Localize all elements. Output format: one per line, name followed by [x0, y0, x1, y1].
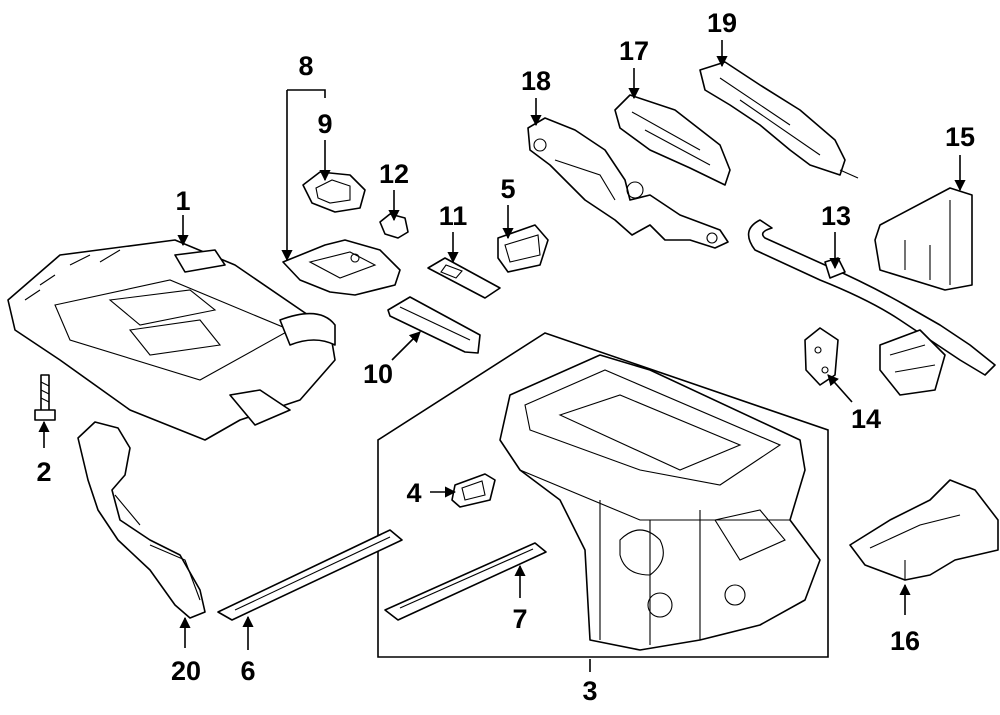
part-7-strip	[384, 542, 547, 621]
callout-11: 11	[439, 201, 468, 231]
callout-12: 12	[379, 159, 409, 189]
callout-20: 20	[171, 656, 201, 686]
callout-6: 6	[240, 656, 255, 686]
part-16-bracket	[849, 479, 999, 581]
part-5-cover	[497, 224, 549, 273]
part-13-hose	[747, 219, 996, 396]
bracket-8	[287, 89, 326, 98]
bracket-3	[377, 332, 829, 658]
part-11-plate	[427, 257, 501, 299]
part-18-bracket-plate	[527, 117, 729, 249]
callout-1: 1	[175, 186, 190, 216]
callout-10: 10	[363, 359, 393, 389]
callout-7: 7	[512, 604, 527, 634]
part-19-shield	[699, 61, 859, 179]
callout-18: 18	[521, 66, 551, 96]
part-14-bracket	[804, 327, 839, 386]
part-15-cover	[874, 187, 973, 291]
callout-2: 2	[36, 457, 51, 487]
part-2-bolt	[34, 374, 56, 421]
callout-8: 8	[298, 51, 313, 81]
callout-4: 4	[406, 478, 421, 508]
part-6-strip	[217, 529, 403, 621]
part-9-gasket	[302, 171, 366, 213]
part-3-housing-assembly	[499, 354, 821, 651]
callout-9: 9	[317, 109, 332, 139]
part-4-seal	[451, 473, 496, 508]
callout-19: 19	[707, 8, 737, 38]
callout-14: 14	[851, 404, 881, 434]
callout-labels: 1 2 3 4 5 6 7 8 9 10 11 12 13 14 15 16 1…	[36, 8, 975, 706]
callout-15: 15	[945, 122, 975, 152]
part-8-bracket	[282, 239, 401, 296]
callout-13: 13	[821, 201, 851, 231]
callout-3: 3	[582, 676, 597, 706]
callout-16: 16	[890, 626, 920, 656]
callout-17: 17	[619, 36, 649, 66]
part-10-pad	[387, 296, 481, 354]
part-20-pedal	[77, 421, 206, 619]
part-1-inverter-assembly	[7, 239, 336, 441]
leader-lines	[38, 40, 966, 672]
part-17-shield	[614, 94, 731, 186]
callout-5: 5	[500, 174, 515, 204]
